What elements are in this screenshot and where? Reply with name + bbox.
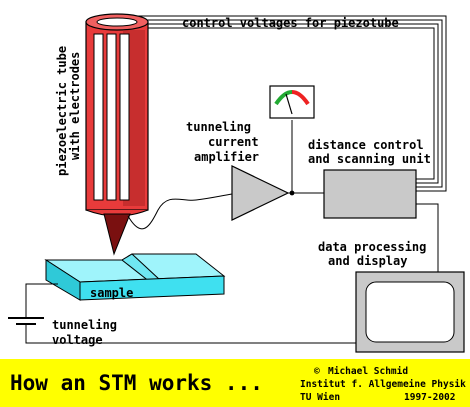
label-piezo-line1: piezoelectric tube bbox=[55, 46, 69, 176]
label-piezo-tube: piezoelectric tube with electrodes bbox=[55, 46, 82, 176]
label-piezo-line2: with electrodes bbox=[68, 52, 82, 160]
banner-title: How an STM works ... bbox=[10, 371, 263, 395]
author-name: Michael Schmid bbox=[328, 366, 408, 377]
current-meter bbox=[269, 85, 315, 119]
label-control-voltages: control voltages for piezotube bbox=[182, 16, 399, 30]
amplifier bbox=[231, 165, 290, 221]
label-dist-line1: distance control bbox=[308, 138, 424, 152]
display-wire bbox=[416, 203, 439, 272]
control-wires bbox=[128, 15, 447, 192]
stm-tip bbox=[103, 213, 131, 256]
label-amp-line1: tunneling bbox=[186, 120, 251, 134]
tip-signal-wire bbox=[127, 193, 233, 230]
label-tunneling-voltage-line2: voltage bbox=[52, 333, 103, 347]
label-amp-line3: amplifier bbox=[194, 150, 259, 164]
label-tunneling-voltage-line1: tunneling bbox=[52, 318, 117, 332]
label-data-line1: data processing bbox=[318, 240, 426, 254]
label-amp-line2: current bbox=[208, 135, 259, 149]
label-data-line2: and display bbox=[328, 254, 407, 268]
sample-block bbox=[44, 253, 226, 301]
tube-electrodes bbox=[93, 33, 130, 201]
title-banner bbox=[0, 359, 470, 407]
label-dist-line2: and scanning unit bbox=[308, 152, 431, 166]
distance-control-unit bbox=[323, 169, 417, 219]
years: 1997-2002 bbox=[404, 392, 455, 403]
institute-name: Institut f. Allgemeine Physik bbox=[300, 379, 466, 390]
university-name: TU Wien bbox=[300, 392, 340, 403]
copyright-symbol: © bbox=[314, 366, 320, 377]
label-sample: sample bbox=[90, 286, 133, 300]
monitor bbox=[355, 271, 465, 353]
